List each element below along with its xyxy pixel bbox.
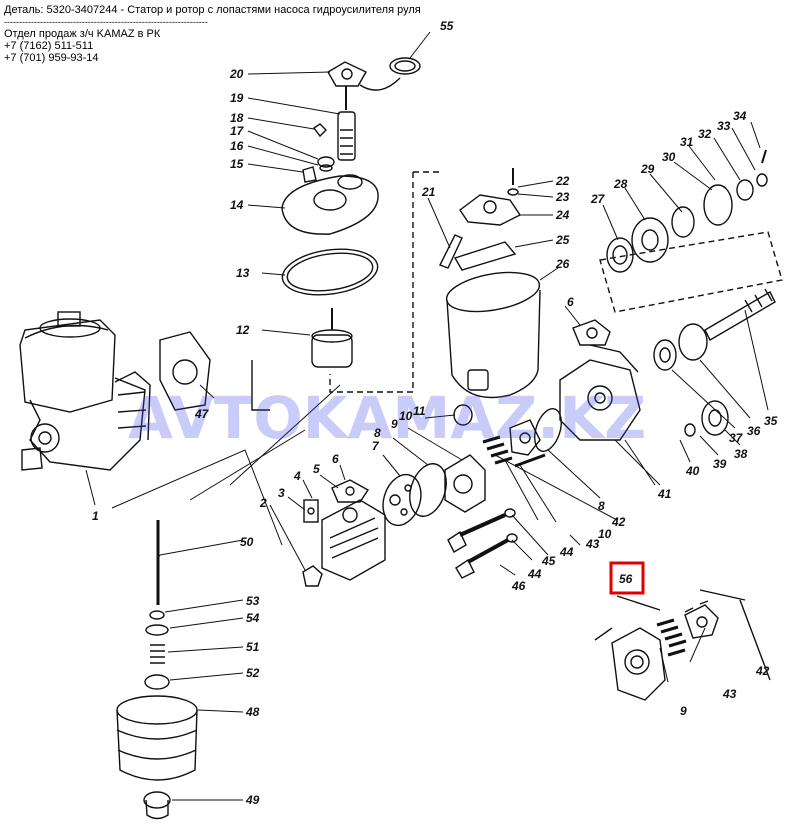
callout-5: 5 — [313, 462, 320, 476]
callout-35: 35 — [764, 414, 778, 428]
part-12-filter — [311, 308, 353, 368]
callout-53: 53 — [246, 594, 260, 608]
part-small-top — [302, 123, 335, 183]
part-discs — [382, 408, 562, 527]
part-56-inset — [611, 600, 719, 701]
part-55-ring — [389, 57, 421, 75]
callout-2: 2 — [259, 496, 267, 510]
phone-1: +7 (7162) 511-511 — [4, 40, 94, 52]
callout-17: 17 — [230, 124, 245, 138]
callout-38: 38 — [734, 447, 748, 461]
page-header: Деталь: 5320-3407244 - Статор и ротор с … — [4, 4, 421, 64]
callout-10a: 10 — [399, 409, 413, 423]
part-bottom-stack — [116, 520, 198, 820]
callout-34: 34 — [733, 109, 747, 123]
callout-6a: 6 — [332, 452, 339, 466]
callout-4: 4 — [293, 469, 301, 483]
callout-49: 49 — [245, 793, 260, 807]
callout-10b: 10 — [598, 527, 612, 541]
callout-40: 40 — [685, 464, 700, 478]
callout-36: 36 — [747, 424, 761, 438]
callout-11: 11 — [413, 404, 426, 418]
callout-27: 27 — [590, 192, 606, 206]
part-bolts — [447, 508, 518, 579]
callout-45: 45 — [541, 554, 556, 568]
part-small-left — [302, 479, 386, 587]
sales-department: Отдел продаж з/ч KAMAZ в РК — [4, 28, 161, 40]
callout-9b: 9 — [680, 704, 687, 718]
callout-33: 33 — [717, 119, 731, 133]
callout-47: 47 — [194, 407, 210, 421]
part-gear-set — [606, 149, 768, 273]
callout-13: 13 — [236, 266, 250, 280]
callout-50: 50 — [240, 535, 254, 549]
callout-16: 16 — [230, 139, 244, 153]
callout-22: 22 — [555, 174, 570, 188]
callout-41: 41 — [657, 487, 672, 501]
callout-8a: 8 — [374, 426, 381, 440]
phone-2: +7 (701) 959-93-14 — [4, 52, 99, 64]
part-19 — [337, 111, 356, 161]
watermark: AVTOKAMAZ.KZ — [128, 384, 646, 452]
callout-44a: 44 — [559, 545, 574, 559]
callout-8b: 8 — [598, 499, 605, 513]
part-35-shaft — [704, 288, 776, 341]
callout-29: 29 — [640, 162, 655, 176]
highlight-box — [609, 561, 645, 595]
callout-42a: 42 — [611, 515, 626, 529]
callout-12: 12 — [236, 323, 250, 337]
callout-30: 30 — [662, 150, 676, 164]
callout-24: 24 — [555, 208, 570, 222]
callout-55: 55 — [440, 19, 454, 33]
callout-44b: 44 — [527, 567, 542, 581]
part-20 — [327, 61, 401, 110]
part-title: Деталь: 5320-3407244 - Статор и ротор с … — [4, 4, 421, 16]
callout-39: 39 — [713, 457, 727, 471]
callout-26: 26 — [555, 257, 570, 271]
callout-9a: 9 — [391, 417, 398, 431]
callout-56: 56 — [619, 572, 633, 586]
callout-7: 7 — [372, 439, 380, 453]
callout-20: 20 — [229, 67, 244, 81]
callout-25: 25 — [555, 233, 570, 247]
callout-43b: 43 — [722, 687, 737, 701]
part-41-housing — [559, 344, 641, 441]
part-14-cover — [281, 174, 379, 235]
callout-48: 48 — [245, 705, 260, 719]
callout-18: 18 — [230, 111, 244, 125]
part-vanes — [482, 419, 546, 468]
part-6-gasket — [572, 319, 611, 346]
callout-54: 54 — [246, 611, 260, 625]
callout-37: 37 — [729, 431, 744, 445]
callout-15: 15 — [230, 157, 244, 171]
callout-46: 46 — [511, 579, 526, 593]
callout-31: 31 — [680, 135, 694, 149]
callout-19: 19 — [230, 91, 244, 105]
callout-3: 3 — [278, 486, 285, 500]
callout-21: 21 — [421, 185, 436, 199]
callout-14: 14 — [230, 198, 244, 212]
callout-28: 28 — [613, 177, 628, 191]
callout-32: 32 — [698, 127, 712, 141]
callout-42b: 42 — [755, 664, 770, 678]
callout-6b: 6 — [567, 295, 574, 309]
callout-1: 1 — [92, 509, 99, 523]
part-47-gasket — [159, 331, 211, 411]
part-26-reservoir — [445, 271, 541, 399]
header-divider: ----------------------------------------… — [4, 17, 208, 27]
callout-51: 51 — [246, 640, 260, 654]
part-pump-assembly — [19, 311, 151, 471]
callout-43a: 43 — [585, 537, 600, 551]
callout-52: 52 — [246, 666, 260, 680]
part-valve — [439, 168, 522, 271]
callout-23: 23 — [555, 190, 570, 204]
part-13-gasket — [281, 248, 379, 296]
